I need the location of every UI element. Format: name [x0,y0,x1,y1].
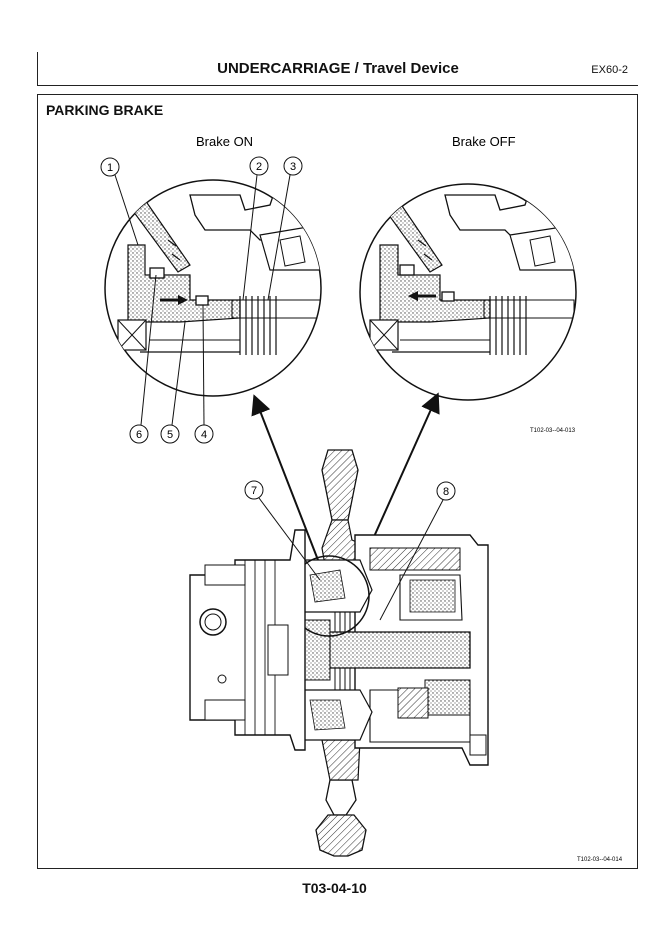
svg-text:8: 8 [443,486,449,498]
figure-ref-bottom: T102-03--04-014 [577,857,623,863]
model-code: EX60-2 [591,64,628,76]
figure-ref-top: T102-03--04-013 [530,428,576,434]
page-title: UNDERCARRIAGE / Travel Device [217,60,459,77]
svg-text:1: 1 [107,162,113,174]
label-brake-on: Brake ON [196,134,253,149]
callout-6: 6 [129,274,157,444]
svg-text:6: 6 [136,429,142,441]
page-header: UNDERCARRIAGE / Travel Device EX60-2 [37,52,638,86]
callout-3: 3 [267,156,303,301]
travel-device-assembly [189,449,489,857]
detail-brake-on [104,179,322,397]
section-title: PARKING BRAKE [46,102,164,118]
detail-brake-off [359,183,577,401]
callout-7: 7 [244,480,321,581]
svg-text:3: 3 [290,161,296,173]
page-number: T03-04-10 [302,880,367,896]
callout-4: 4 [194,304,214,444]
callout-2: 2 [242,156,269,301]
callout-5: 5 [160,321,186,444]
callout-1: 1 [100,157,139,246]
svg-text:5: 5 [167,429,173,441]
label-brake-off: Brake OFF [452,134,516,149]
svg-text:2: 2 [256,161,262,173]
callout-8: 8 [379,481,456,621]
content-frame: PARKING BRAKE [37,94,638,869]
svg-text:7: 7 [251,485,257,497]
svg-text:4: 4 [201,429,207,441]
